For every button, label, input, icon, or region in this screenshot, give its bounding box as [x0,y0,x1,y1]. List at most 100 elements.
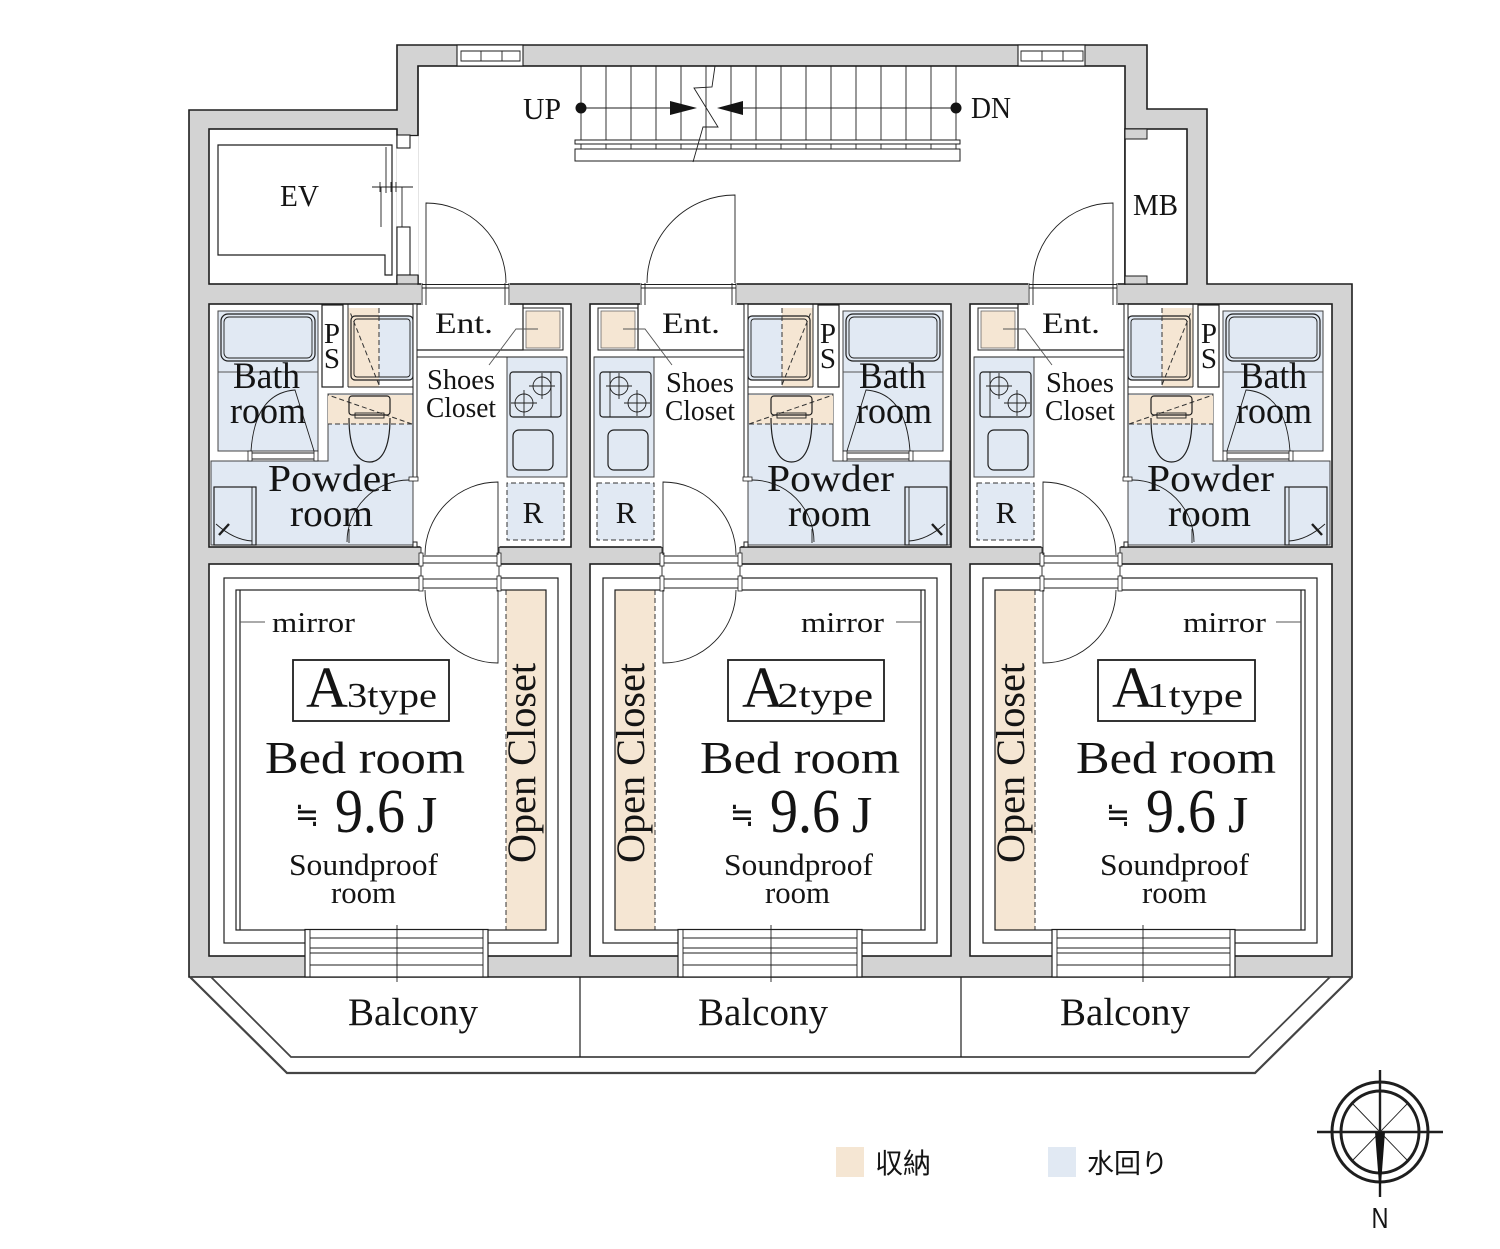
bathtub [220,313,316,362]
faucet-icon [1311,523,1323,536]
toilet [770,395,813,463]
bathtub-inner [223,316,313,359]
hall-partition [743,541,749,548]
bedroom-note: room [765,875,830,910]
window-center-mullion [1137,925,1149,982]
area-value: 9.6 [1146,778,1216,846]
area-unit: J [852,787,872,844]
toilet-seat-hinge [1156,412,1187,419]
powder-door-jamb [742,476,753,482]
shelf-dashed-outline [1161,308,1192,387]
bath-door-jamb [842,450,848,462]
shoes-closet-leader-line [488,328,538,366]
bathtub [845,313,941,362]
entrance-step-line [417,304,524,351]
unit-fixtures-a2 [599,328,948,664]
washbasin-counter [1284,486,1328,546]
open-closet-label: Open Closet [499,663,544,863]
hall-window [1017,44,1086,67]
elevator-car [217,144,393,276]
refrigerator-space [976,482,1035,541]
door-jamb [1117,575,1123,592]
balcony-label: Balcony [1060,991,1190,1034]
stove-top [979,371,1032,418]
bath-door-jamb [247,450,253,462]
refrigerator-label: R [616,495,637,530]
unit-type-badge [292,659,450,722]
door-jamb [496,575,502,592]
refrigerator-label: R [523,495,544,530]
washbasin [904,486,948,546]
elevator-door-icon [372,147,413,227]
entrance-opening [421,282,510,306]
legend-label-storage: 収納 [875,1147,931,1180]
pipe-space [817,304,840,388]
bedroom-note: Soundproof [289,847,439,882]
open-closet [995,590,1035,930]
bedroom-door-opening [1041,546,1121,592]
door-jamb [418,575,424,592]
door-jamb [659,552,665,567]
powder-room-label: Powder [1147,458,1274,500]
north-compass: N [1317,1070,1443,1235]
door-jamb [1039,575,1045,592]
hall-partition [1123,541,1129,548]
stove [599,371,652,418]
area-value: 9.6 [770,778,840,846]
shoes-closet-leader-line [1003,328,1053,366]
arrow-left-icon [717,101,743,115]
laundry-niche-wall [748,304,814,388]
area-unit: J [417,787,437,844]
washing-machine-pan [1130,318,1188,378]
balcony-label: Balcony [698,991,828,1034]
burner-crosshair [986,373,1030,416]
powder-room-label: room [1168,493,1251,535]
bedroom-note: room [1142,875,1207,910]
entrance-a1 [1028,202,1118,306]
burner-crosshair [606,373,650,416]
washing-machine-pan [353,318,411,378]
bedroom-door-frame [661,547,741,591]
faucet-icon [218,523,230,536]
door-jamb [496,552,502,567]
washbasin-bowl [1288,487,1326,545]
bedroom-note: Soundproof [1100,847,1250,882]
laundry-storage-shelf [348,308,379,387]
balcony-parapet-outer [189,976,1353,1075]
legend-swatch-storage [836,1147,864,1177]
powder-room-door [1131,479,1195,543]
compass-needle-icon [1375,1132,1385,1197]
kitchen-sink [607,429,649,471]
shelf-dashed-outline [327,394,413,425]
entrance-step-line [1017,304,1124,351]
bedroom-label: Bed room [265,733,465,783]
unit-type-badge [727,659,885,722]
bedroom-door [424,589,499,664]
unit-fixtures-a3 [213,328,562,664]
bath-folding-door [1226,389,1291,452]
stair-start-dot [575,102,587,114]
shoe-closet-storage [600,310,636,349]
faucet-icon [931,523,943,536]
bedroom-note: room [331,875,396,910]
toilet-tank [770,395,813,416]
bathtub [1225,313,1321,362]
toilet-bowl [770,417,813,463]
legend: 収納 水回り [836,1147,1168,1180]
bedroom-door-frame [1041,547,1121,591]
laundry-niche-wall [347,304,413,388]
door-jamb [659,575,665,592]
powder-room-label: room [788,493,871,535]
laundry-storage-shelf [1162,308,1193,387]
toilet-tank [1150,395,1193,416]
bedroom-door [1042,589,1117,664]
toilet-bowl [1150,417,1193,463]
open-closet-label: Open Closet [988,663,1033,863]
legend-item-water: 水回り [1048,1147,1168,1180]
hall-partition [412,541,418,548]
bath-door-frame [1223,452,1293,460]
laundry-storage-shelf [782,308,813,387]
powder-room-label: Powder [268,458,395,500]
elevator-door-jamb [396,134,411,149]
